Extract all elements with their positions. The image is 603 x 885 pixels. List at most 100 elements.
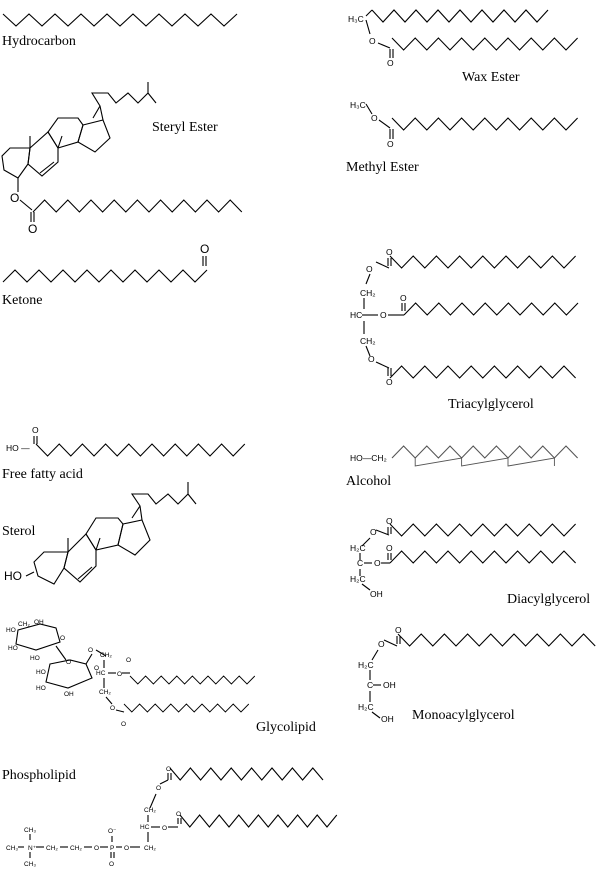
label-methyl-ester: Methyl Ester	[346, 160, 419, 175]
ffa-carbonyl-o: O	[32, 425, 39, 435]
glyco-o-sn2: O	[117, 671, 122, 678]
label-free-fatty-acid: Free fatty acid	[2, 467, 83, 482]
label-ketone: Ketone	[2, 293, 43, 308]
glyco-ch2: CH₂	[100, 652, 112, 659]
hydrocarbon-structure	[2, 13, 238, 27]
dag-o2-carbonyl: O	[386, 543, 393, 553]
mag-carbonyl-o: O	[395, 625, 402, 635]
dag-o2-label: O	[374, 558, 381, 568]
dag-o1-label: O	[370, 527, 377, 537]
tag-o1-carbonyl: O	[386, 247, 393, 257]
pl-ch2-choline-2: CH₂	[46, 845, 58, 852]
glycolipid-structure: HO CH₂ OH O HO HO O HO HO OH O O CH₂ HC …	[6, 619, 256, 728]
pl-ch3-left: CH₃	[6, 845, 18, 852]
wax-ester-structure: H₃C O O	[348, 9, 578, 68]
mag-h2c: H₂C	[358, 660, 374, 670]
tag-o3-label: O	[368, 354, 375, 364]
label-steryl-ester: Steryl Ester	[152, 120, 218, 135]
label-monoacylglycerol: Monoacylglycerol	[412, 708, 515, 723]
tag-chain-1	[389, 255, 576, 269]
pl-o-phosphate-3: O	[124, 845, 129, 852]
tag-o3-carbonyl: O	[386, 377, 393, 387]
methyl-ester-structure: H₃C O O	[350, 100, 578, 149]
glyco-oh-1: OH	[34, 619, 44, 626]
glyco-o-glycerol: O	[88, 647, 93, 654]
wax-ester-alcohol-chain	[371, 9, 549, 23]
glyco-hc: HC	[96, 670, 106, 677]
pl-o-minus: O⁻	[108, 828, 117, 835]
tag-chain-2	[403, 302, 579, 316]
steryl-ester-o-label: O	[10, 191, 19, 205]
wax-ester-h3c-label: H₃C	[348, 14, 364, 24]
mag-oh-mid: OH	[383, 680, 396, 690]
glyco-oh-2: OH	[64, 691, 74, 698]
glyco-carbonyl-1: O	[126, 657, 131, 664]
tag-ch2-bottom: CH₂	[360, 336, 376, 346]
pl-carbonyl-1: O	[166, 766, 171, 773]
glyco-chain-1	[129, 675, 256, 685]
ffa-ho-label: HO —	[6, 443, 30, 453]
methyl-ester-chain	[391, 117, 578, 131]
pl-chain-1	[169, 767, 324, 781]
glyco-ho-4: HO	[36, 669, 46, 676]
pl-o-sn2: O	[162, 825, 167, 832]
mag-chain	[397, 633, 596, 647]
pl-o-double: O	[109, 861, 114, 868]
glyco-ch2oh-label: CH₂	[18, 621, 30, 628]
alcohol-structure: HO—CH₂	[350, 445, 578, 467]
glyco-ch2-bottom: CH₂	[99, 689, 111, 696]
dag-chain-1	[389, 523, 576, 537]
ffa-chain	[35, 443, 246, 457]
pl-chain-2	[179, 814, 338, 828]
pl-o-choline: O	[94, 845, 99, 852]
label-wax-ester: Wax Ester	[462, 70, 520, 85]
phospholipid-structure: O O CH₂ HC O O CH₂ O P O⁻ O O CH₂ CH₂ N⁺	[6, 766, 338, 868]
label-phospholipid: Phospholipid	[2, 768, 76, 783]
ketone-structure: O	[2, 242, 209, 283]
pl-ch2-top: CH₂	[144, 807, 156, 814]
wax-ester-o-label: O	[369, 36, 376, 46]
pl-ch3-top: CH₃	[24, 827, 36, 834]
pl-hc: HC	[140, 824, 150, 831]
pl-ch2-choline-1: CH₂	[70, 845, 82, 852]
alcohol-polyprenyl-chain	[391, 445, 578, 459]
free-fatty-acid-structure: HO — O	[6, 425, 246, 457]
glyco-chain-2	[123, 703, 250, 713]
pl-nitrogen: N⁺	[28, 845, 36, 852]
pl-ch3-bottom: CH₃	[24, 861, 36, 868]
steryl-ester-structure: O O	[1, 82, 243, 236]
pl-phosphorus: P	[110, 845, 114, 852]
glyco-o-sn1: O	[110, 705, 115, 712]
wax-ester-acid-chain	[391, 37, 578, 51]
tag-o2-label: O	[380, 310, 387, 320]
pl-carbonyl-2: O	[176, 811, 181, 818]
dag-h2c: H₂C	[350, 543, 366, 553]
glyco-ho-2: HO	[8, 645, 18, 652]
dag-o1-carbonyl: O	[386, 516, 393, 526]
tag-chain-3	[389, 365, 576, 379]
wax-ester-carbonyl-o: O	[387, 58, 394, 68]
label-glycolipid: Glycolipid	[256, 720, 316, 735]
mag-oh-bottom: OH	[381, 714, 394, 724]
alcohol-ho-label: HO—CH₂	[350, 453, 387, 463]
hydrocarbon-chain	[2, 13, 238, 27]
mag-o-label: O	[378, 639, 385, 649]
glyco-o-ring-2: O	[94, 665, 99, 672]
ketone-o-label: O	[200, 242, 209, 256]
pl-o-sn1: O	[156, 785, 161, 792]
dag-c: C	[357, 558, 363, 568]
dag-oh-label: OH	[370, 589, 383, 599]
steryl-ester-chain	[32, 199, 243, 213]
glyco-carbonyl-2: O	[121, 721, 126, 728]
glyco-ho-3: HO	[30, 655, 40, 662]
label-hydrocarbon: Hydrocarbon	[2, 34, 76, 49]
pl-ch2-bottom: CH₂	[144, 845, 156, 852]
glyco-ho-1: HO	[6, 627, 16, 634]
glyco-link-o: O	[66, 659, 71, 666]
triacylglycerol-structure: O O CH₂ HC O O CH₂ O O	[350, 247, 579, 387]
sterol-structure: HO	[4, 482, 197, 585]
mag-c: C	[367, 680, 373, 690]
label-diacylglycerol: Diacylglycerol	[507, 592, 591, 607]
